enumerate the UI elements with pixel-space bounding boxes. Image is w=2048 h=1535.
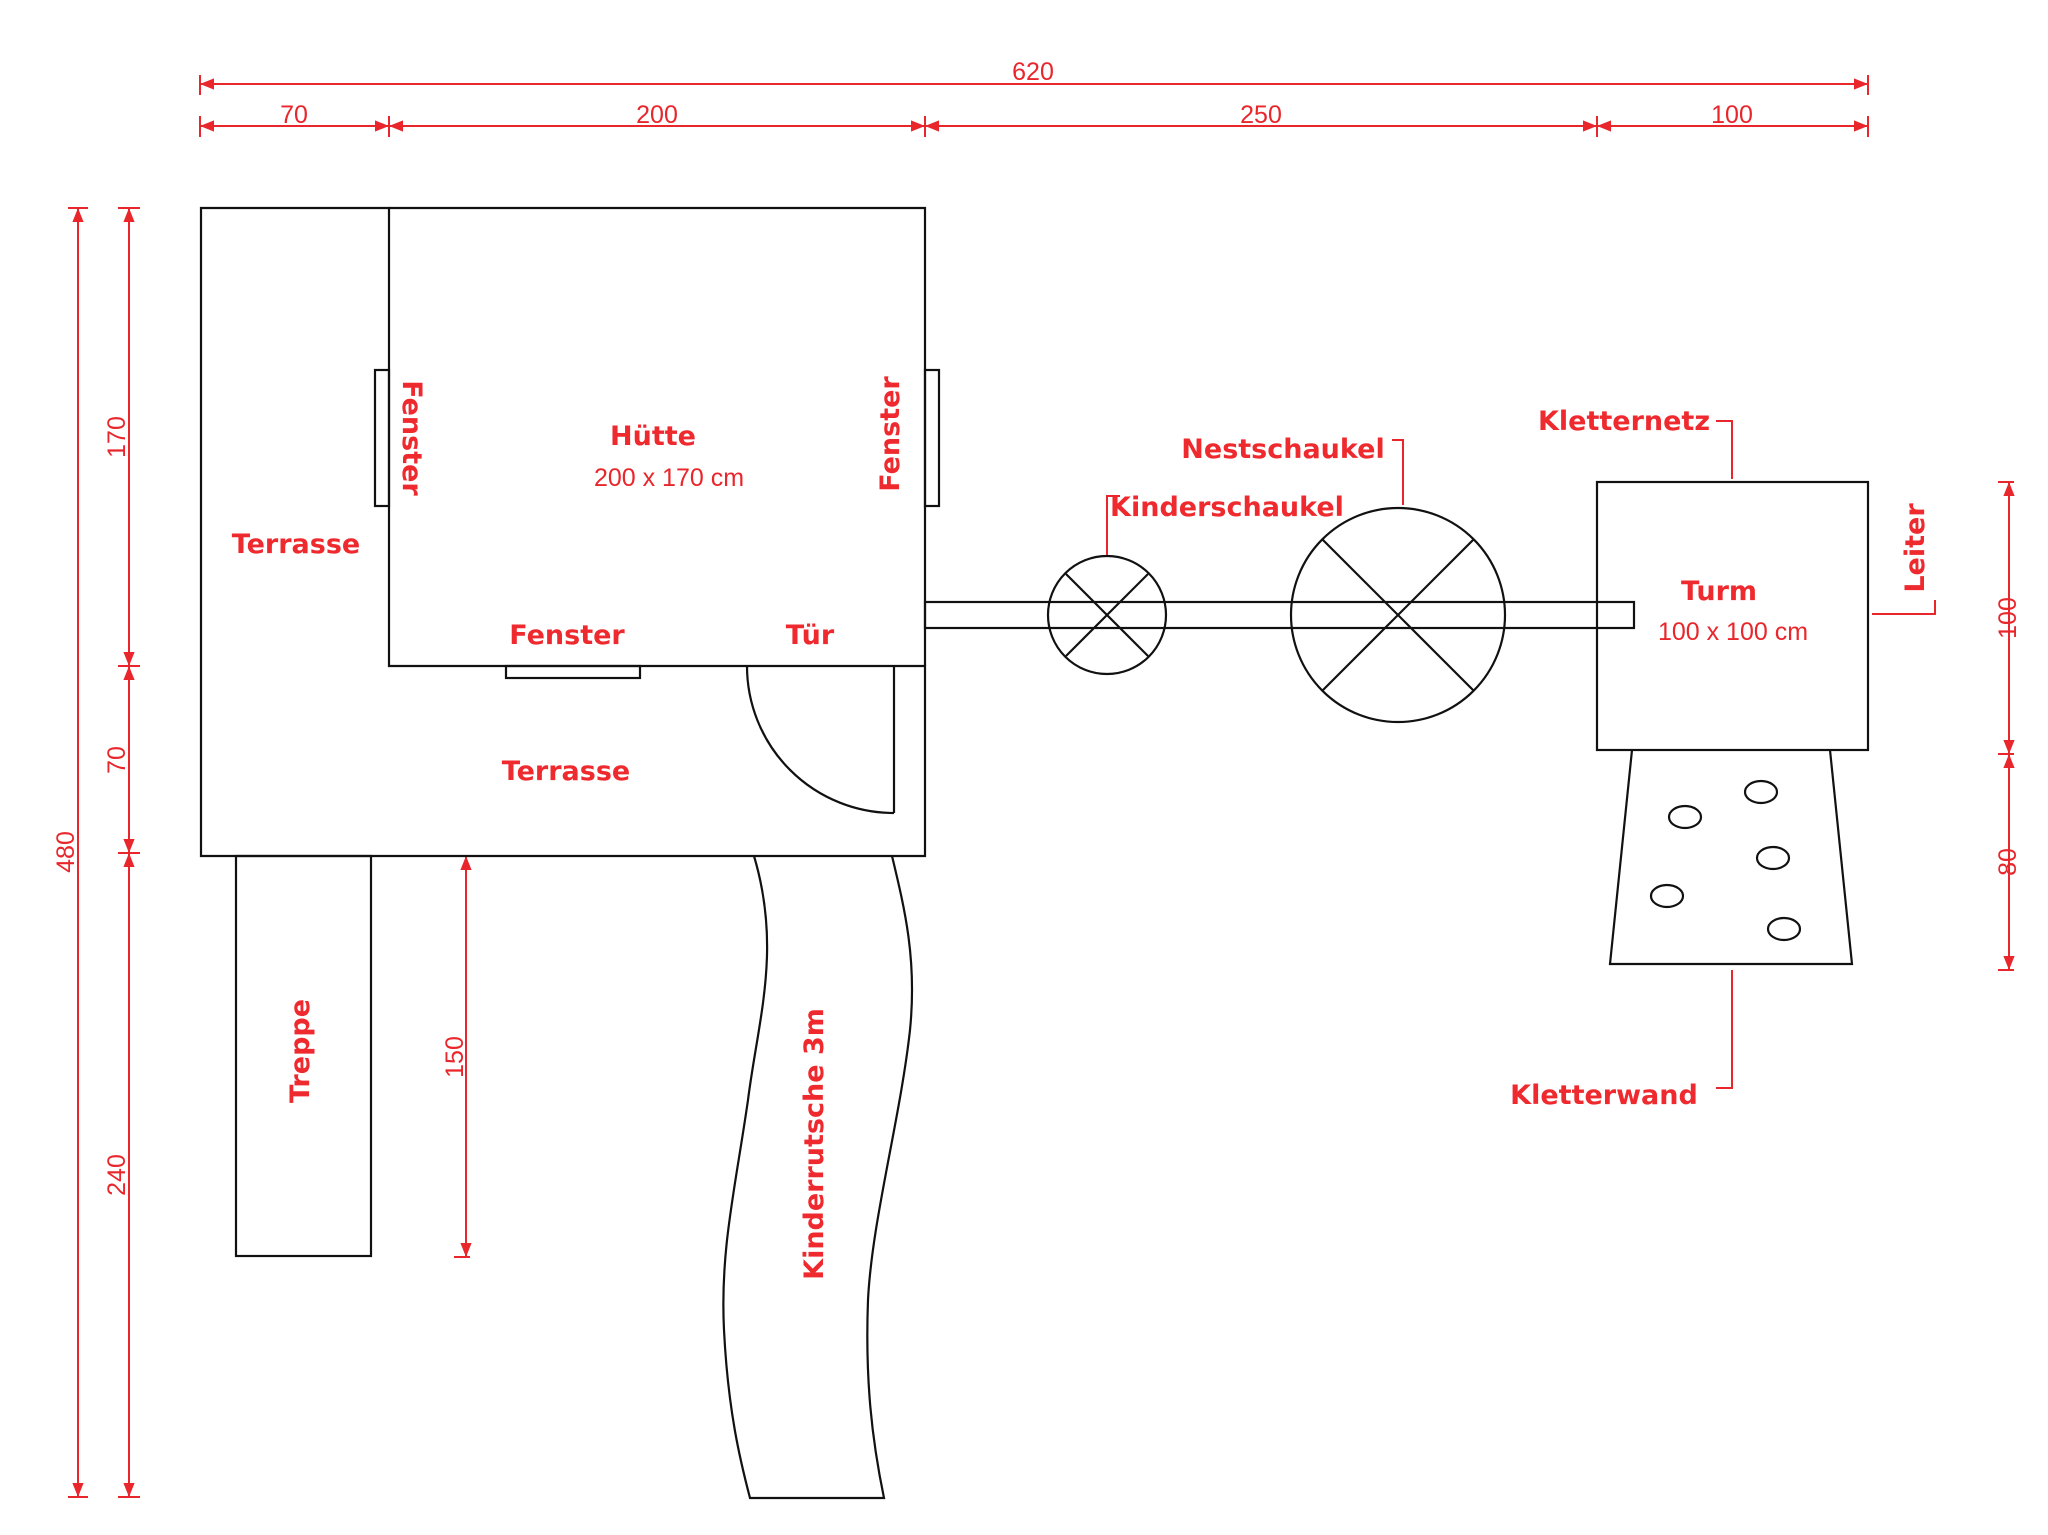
- stairs: [234, 854, 373, 1258]
- kletternetz-label: Kletternetz: [1538, 406, 1710, 437]
- stair-length-label: 150: [441, 1036, 469, 1078]
- climbing-hold: [1766, 916, 1802, 942]
- hut-size-label: 200 x 170 cm: [594, 464, 744, 492]
- ladder-label: Leiter: [1900, 503, 1931, 593]
- swing-beam: [923, 600, 1636, 630]
- slide-label: Kinderrutsche 3m: [799, 1008, 830, 1280]
- nestschaukel-seat: [1289, 506, 1507, 724]
- tower-height-label: 100: [1994, 597, 2022, 639]
- climbing-holds: [1649, 779, 1802, 942]
- window-bottom: [504, 664, 642, 680]
- left-dimension-chain: 480 170 70 240 150: [52, 207, 472, 1498]
- slide: [722, 855, 914, 1500]
- front-terrace-depth-label: 70: [103, 746, 131, 774]
- window-right: [923, 368, 941, 508]
- tower: [1595, 480, 1870, 752]
- total-width-dimension-label: 620: [1012, 58, 1054, 86]
- tower-width-label: 100: [1711, 101, 1753, 129]
- climbing-hold: [1667, 804, 1703, 830]
- kletternetz-leader: [1716, 420, 1733, 479]
- climbing-hold: [1649, 883, 1685, 909]
- total-height-label: 480: [52, 831, 80, 873]
- window-left: [373, 368, 391, 508]
- nestschaukel-leader: [1392, 439, 1404, 505]
- kinderschaukel-leader: [1106, 495, 1120, 555]
- callout-lines: [1106, 420, 1936, 1089]
- terrace-width-label: 70: [280, 101, 308, 129]
- tower-size-label: 100 x 100 cm: [1658, 618, 1808, 646]
- window-left-label: Fenster: [396, 380, 427, 496]
- window-bottom-label: Fenster: [509, 620, 625, 651]
- climbing-hold: [1755, 845, 1791, 871]
- top-dimension-chain: 620 70 200 250 100: [199, 58, 1869, 137]
- side-terrace-label: Terrasse: [232, 529, 360, 560]
- hut-label: Hütte: [610, 421, 696, 452]
- nestschaukel-label: Nestschaukel: [1181, 434, 1384, 465]
- front-terrace-label: Terrasse: [502, 756, 630, 787]
- climbing-wall: [1608, 749, 1854, 966]
- door-swing-arc: [745, 665, 895, 815]
- tower-label: Turm: [1681, 576, 1757, 607]
- leiter-leader: [1872, 600, 1936, 615]
- wall-height-label: 80: [1994, 848, 2022, 876]
- kinderschaukel-label: Kinderschaukel: [1110, 492, 1344, 523]
- kinderschaukel-seat: [1046, 554, 1168, 676]
- right-dimension-chain: 100 80: [1994, 481, 2022, 971]
- door-label: Tür: [786, 620, 835, 651]
- swing-span-label: 250: [1240, 101, 1282, 129]
- hut-depth-label: 170: [103, 416, 131, 458]
- hut-width-label: 200: [636, 101, 678, 129]
- hut-outline: [389, 206, 927, 666]
- window-right-label: Fenster: [875, 376, 906, 492]
- lower-depth-label: 240: [103, 1154, 131, 1196]
- kletterwand-leader: [1716, 970, 1733, 1089]
- climbing-hold: [1743, 779, 1779, 805]
- stairs-label: Treppe: [285, 999, 316, 1103]
- kletterwand-label: Kletterwand: [1510, 1080, 1698, 1111]
